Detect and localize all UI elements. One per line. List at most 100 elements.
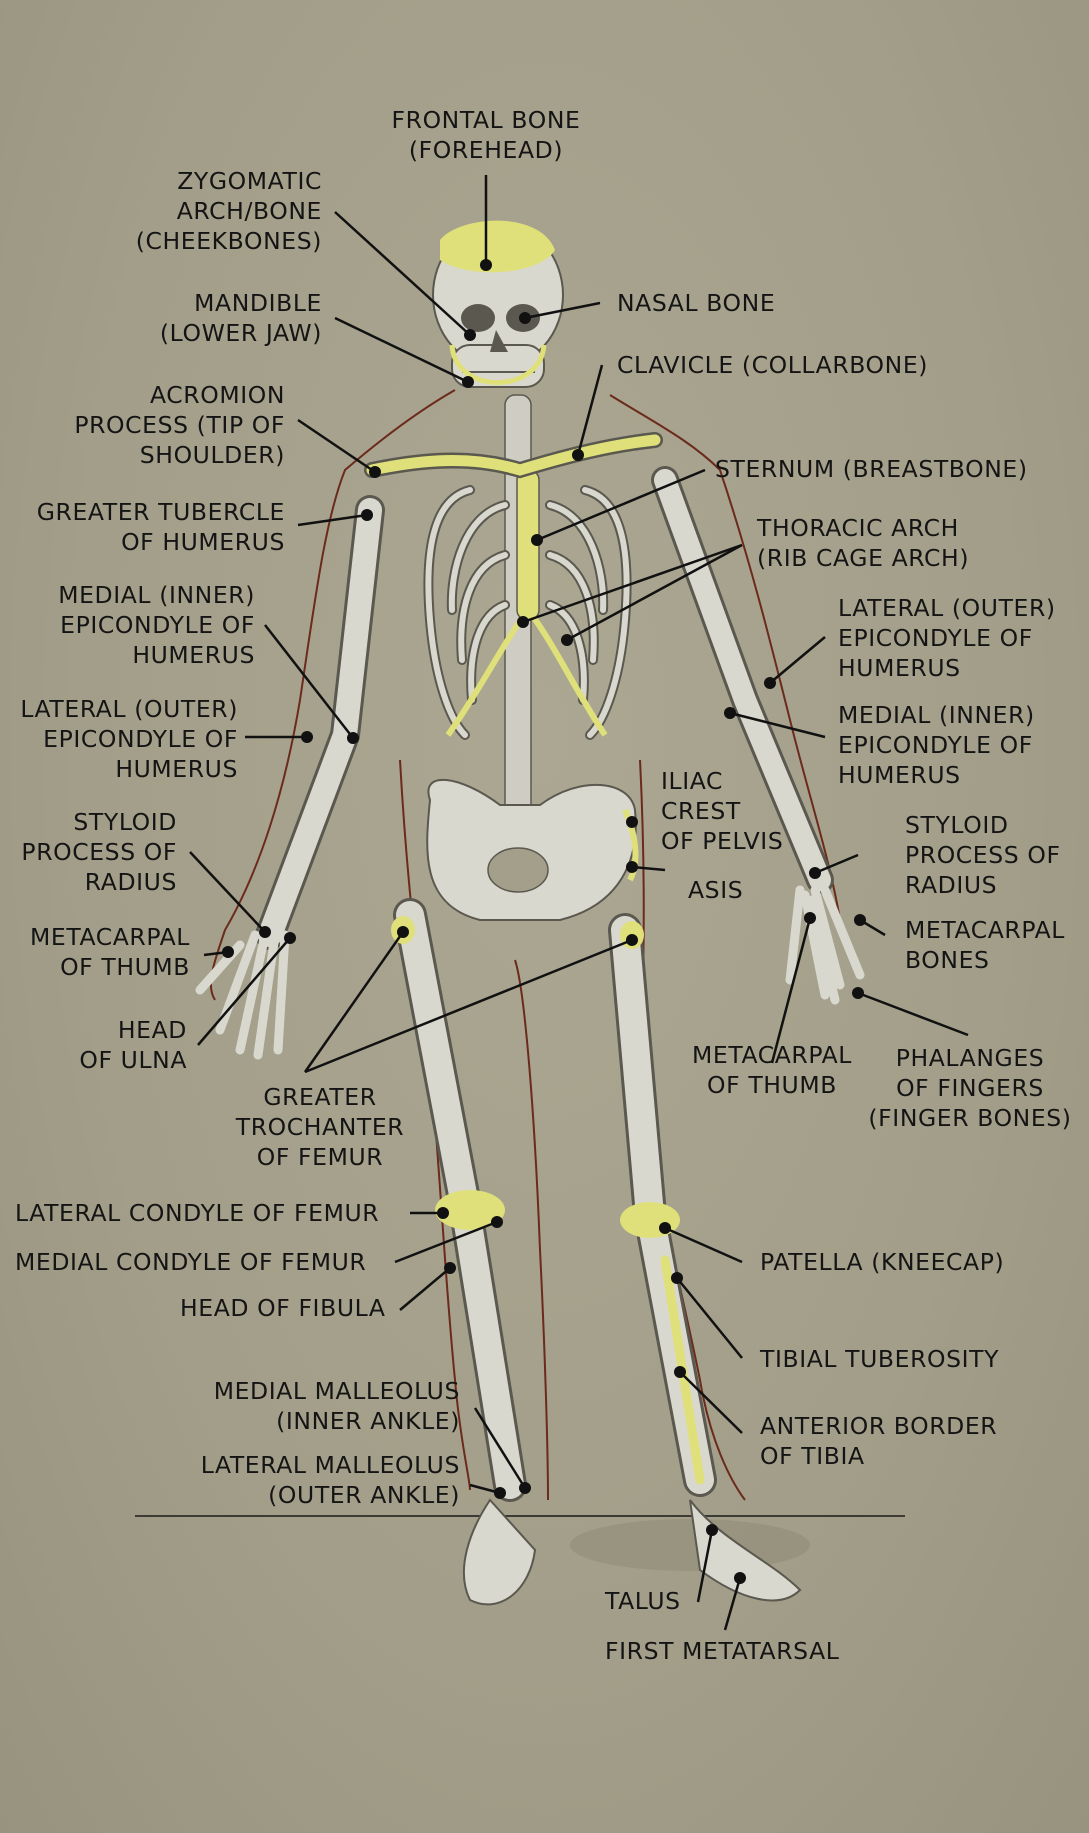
label-line: NASAL BONE xyxy=(617,289,776,317)
label-line: ZYGOMATIC xyxy=(177,167,322,195)
label-line: HUMERUS xyxy=(132,641,255,669)
label-line: ARCH/BONE xyxy=(176,197,322,225)
label-line: MEDIAL (INNER) xyxy=(838,701,1035,729)
label-line: TIBIAL TUBEROSITY xyxy=(760,1345,1000,1373)
label-line: HEAD OF FIBULA xyxy=(180,1294,386,1322)
label-line: RADIUS xyxy=(905,871,998,899)
label-line: (FOREHEAD) xyxy=(408,136,564,164)
label-line: MEDIAL (INNER) xyxy=(58,581,255,609)
label-medial-condyle: MEDIAL CONDYLE OF FEMUR xyxy=(15,1247,366,1277)
label-line: EPICONDYLE OF xyxy=(838,731,1033,759)
label-line: LATERAL (OUTER) xyxy=(20,695,238,723)
label-line: (RIB CAGE ARCH) xyxy=(757,544,970,572)
label-lateral-malleolus: LATERAL MALLEOLUS(OUTER ANKLE) xyxy=(150,1450,460,1510)
label-talus: TALUS xyxy=(605,1586,681,1616)
pelvis xyxy=(426,779,639,921)
skull xyxy=(432,220,564,388)
label-line: EPICONDYLE OF xyxy=(838,624,1033,652)
label-line: CLAVICLE (COLLARBONE) xyxy=(617,351,929,379)
label-tibial-tuberosity: TIBIAL TUBEROSITY xyxy=(760,1344,999,1374)
label-sternum: STERNUM (BREASTBONE) xyxy=(715,454,1028,484)
label-line: PROCESS OF xyxy=(905,841,1061,869)
label-head-of-fibula: HEAD OF FIBULA xyxy=(180,1293,386,1323)
label-line: EPICONDYLE OF xyxy=(43,725,238,753)
label-patella: PATELLA (KNEECAP) xyxy=(760,1247,1004,1277)
arm-bones xyxy=(255,466,834,950)
label-line: (CHEEKBONES) xyxy=(135,227,322,255)
label-line: OF FEMUR xyxy=(256,1143,384,1171)
label-asis: ASIS xyxy=(688,875,743,905)
label-line: LATERAL MALLEOLUS xyxy=(200,1451,460,1479)
label-line: MANDIBLE xyxy=(194,289,322,317)
label-line: OF TIBIA xyxy=(760,1442,865,1470)
label-thoracic-arch: THORACIC ARCH(RIB CAGE ARCH) xyxy=(757,513,969,573)
label-line: OF THUMB xyxy=(707,1071,837,1099)
label-line: TROCHANTER xyxy=(235,1113,405,1141)
leader-dots xyxy=(222,259,866,1584)
label-line: GREATER TUBERCLE xyxy=(36,498,285,526)
label-line: PROCESS OF xyxy=(21,838,177,866)
label-line: OF ULNA xyxy=(79,1046,187,1074)
label-line: ACROMION xyxy=(150,381,285,409)
shoulder-girdle xyxy=(364,432,663,479)
label-first-metatarsal: FIRST METATARSAL xyxy=(605,1636,839,1666)
label-line: STYLOID xyxy=(73,808,177,836)
label-line: PROCESS (TIP OF xyxy=(74,411,285,439)
label-medial-malleolus: MEDIAL MALLEOLUS(INNER ANKLE) xyxy=(150,1376,460,1436)
label-frontal-bone: FRONTAL BONE(FOREHEAD) xyxy=(366,105,606,165)
label-line: STYLOID xyxy=(905,811,1009,839)
label-line: OF HUMERUS xyxy=(121,528,285,556)
label-line: METACARPAL xyxy=(692,1041,852,1069)
hand-bones xyxy=(195,885,865,1060)
label-line: OF PELVIS xyxy=(661,827,784,855)
label-line: (OUTER ANKLE) xyxy=(268,1481,460,1509)
label-nasal-bone: NASAL BONE xyxy=(617,288,775,318)
label-line: LATERAL (OUTER) xyxy=(838,594,1056,622)
label-line: (INNER ANKLE) xyxy=(276,1407,460,1435)
ground-shadow xyxy=(570,1519,810,1571)
label-line: THORACIC ARCH xyxy=(757,514,959,542)
feet xyxy=(462,1498,802,1606)
label-line: CREST xyxy=(661,797,741,825)
label-line: MEDIAL MALLEOLUS xyxy=(213,1377,460,1405)
label-lateral-condyle: LATERAL CONDYLE OF FEMUR xyxy=(15,1198,379,1228)
label-line: FIRST METATARSAL xyxy=(605,1637,840,1665)
label-line: GREATER xyxy=(263,1083,377,1111)
label-line: FRONTAL BONE xyxy=(391,106,581,134)
label-line: HUMERUS xyxy=(838,761,961,789)
label-line: METACARPAL xyxy=(30,923,190,951)
label-line: MEDIAL CONDYLE OF FEMUR xyxy=(15,1248,367,1276)
label-line: OF THUMB xyxy=(60,953,190,981)
label-clavicle: CLAVICLE (COLLARBONE) xyxy=(617,350,928,380)
label-line: OF FINGERS xyxy=(896,1074,1044,1102)
label-line: PATELLA (KNEECAP) xyxy=(760,1248,1005,1276)
label-line: ASIS xyxy=(688,876,744,904)
label-line: HEAD xyxy=(117,1016,187,1044)
label-line: ANTERIOR BORDER xyxy=(760,1412,998,1440)
label-line: HUMERUS xyxy=(115,755,238,783)
label-line: HUMERUS xyxy=(838,654,961,682)
label-line: (FINGER BONES) xyxy=(868,1104,1072,1132)
label-mandible: MANDIBLE(LOWER JAW) xyxy=(100,288,322,348)
leader-lines xyxy=(189,175,969,1631)
label-line: (LOWER JAW) xyxy=(159,319,322,347)
